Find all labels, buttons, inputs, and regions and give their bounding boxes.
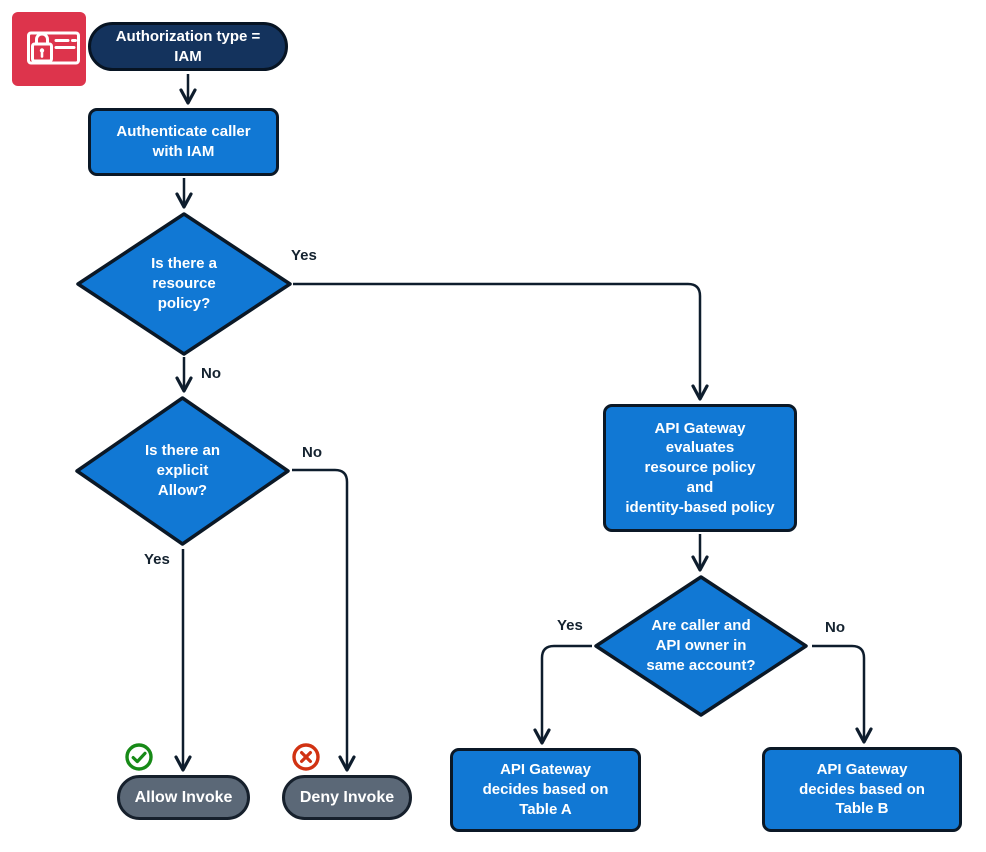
node-authorization-type: Authorization type = IAM <box>88 22 288 71</box>
edge-same-account-yes <box>533 644 592 745</box>
diamond-shape <box>75 396 290 546</box>
decision-same-account: Are caller and API owner in same account… <box>594 575 808 717</box>
edge-explicit-allow-no <box>292 468 356 772</box>
edge-same-account-no <box>812 644 873 744</box>
label-resource-policy-no: No <box>201 365 221 382</box>
allow-check-icon <box>125 743 153 771</box>
node-table-a: API Gateway decides based on Table A <box>450 748 641 832</box>
node-authorization-type-label: Authorization type = IAM <box>115 27 261 65</box>
node-table-b: API Gateway decides based on Table B <box>762 747 962 832</box>
node-evaluate-policies: API Gateway evaluates resource policy an… <box>603 404 797 532</box>
node-deny-invoke: Deny Invoke <box>282 775 412 820</box>
node-allow-invoke-label: Allow Invoke <box>134 788 233 806</box>
node-evaluate-policies-label: API Gateway evaluates resource policy an… <box>625 419 775 516</box>
node-table-b-label: API Gateway decides based on Table B <box>799 760 925 818</box>
label-explicit-allow-yes: Yes <box>144 551 170 568</box>
label-same-account-yes: Yes <box>557 617 583 634</box>
node-table-a-label: API Gateway decides based on Table A <box>482 761 609 818</box>
decision-explicit-allow-label: Is there an explicit Allow? <box>144 442 221 499</box>
deny-x-icon <box>292 743 320 771</box>
node-authenticate-caller: Authenticate caller with IAM <box>88 108 279 176</box>
node-deny-invoke-label: Deny Invoke <box>299 788 395 806</box>
label-resource-policy-yes: Yes <box>291 247 317 264</box>
node-allow-invoke: Allow Invoke <box>117 775 250 820</box>
decision-resource-policy: Is there a resource policy? <box>76 212 292 356</box>
decision-same-account-label: Are caller and API owner in same account… <box>646 617 756 674</box>
label-same-account-no: No <box>825 619 845 636</box>
node-authenticate-caller-label: Authenticate caller with IAM <box>116 123 251 160</box>
iam-credentials-icon <box>12 12 86 86</box>
diamond-shape <box>76 212 292 356</box>
diamond-shape <box>594 575 808 717</box>
decision-explicit-allow: Is there an explicit Allow? <box>75 396 290 546</box>
decision-resource-policy-label: Is there a resource policy? <box>151 255 217 312</box>
label-explicit-allow-no: No <box>302 444 322 461</box>
edge-resource-policy-yes <box>293 282 709 401</box>
